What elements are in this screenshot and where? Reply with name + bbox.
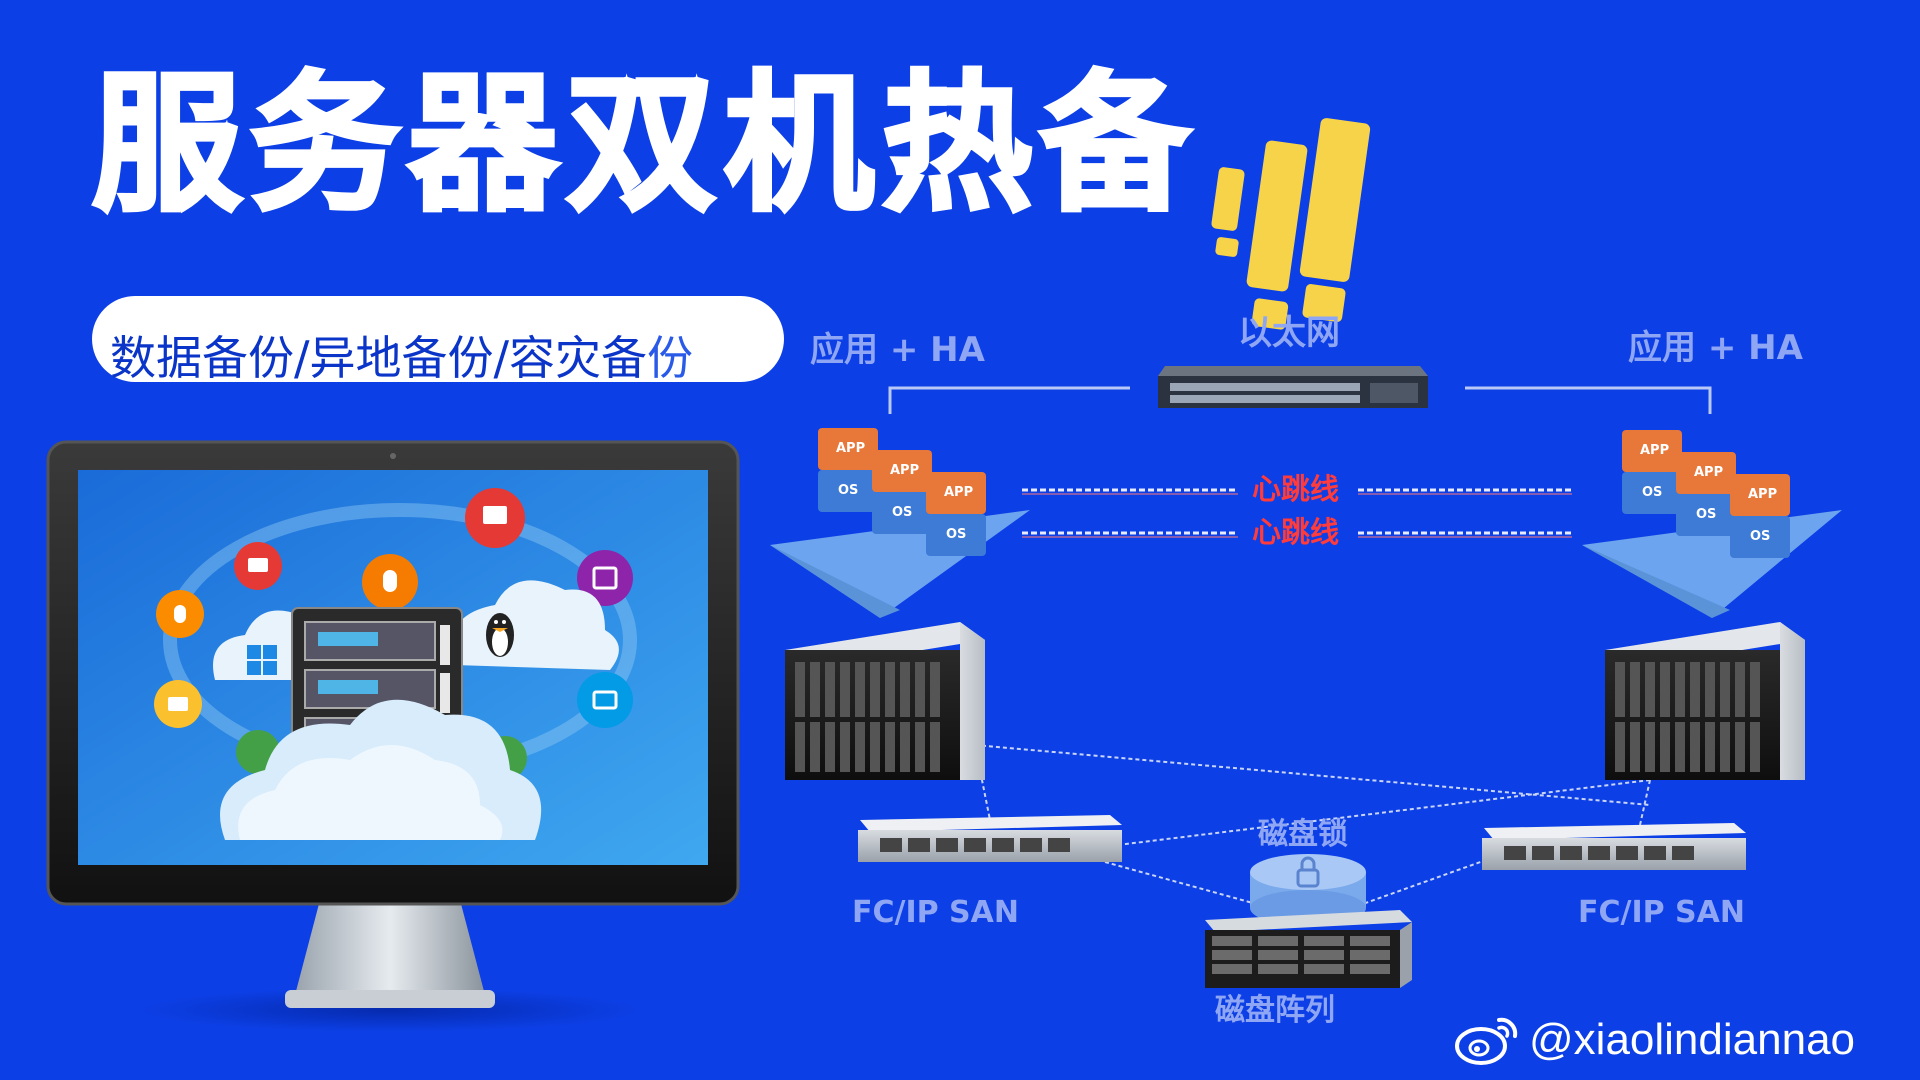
app-label: APP	[890, 463, 920, 478]
os-label: OS	[946, 527, 967, 542]
disk-lock-icon	[1250, 854, 1366, 926]
monitor-icon	[46, 440, 740, 1032]
disk-lock-label: 磁盘锁	[1258, 817, 1348, 852]
subtitle-pill	[92, 296, 784, 382]
server-icon	[1605, 622, 1805, 780]
ethernet-label: 以太网	[1238, 313, 1340, 353]
subtitle: 数据备份/异地备份/容灾备份	[110, 318, 750, 398]
os-label: OS	[1750, 529, 1771, 544]
os-label: OS	[1642, 485, 1663, 500]
heartbeat-lines	[1022, 488, 1572, 538]
fc-switch-icon	[858, 815, 1122, 862]
watermark: @xiaolindiannao	[1455, 1012, 1855, 1068]
heartbeat-label-1: 心跳线	[1252, 472, 1340, 506]
cloud-icon	[220, 699, 542, 840]
server-icon	[785, 622, 985, 780]
weibo-icon	[1455, 1017, 1518, 1065]
disk-array-label: 磁盘阵列	[1215, 993, 1335, 1028]
os-label: OS	[892, 505, 913, 520]
exclamation-icon	[1211, 118, 1371, 330]
app-label: APP	[1640, 443, 1670, 458]
app-label: APP	[1694, 465, 1724, 480]
app-ha-label-right: 应用 + HA	[1628, 328, 1803, 368]
app-stack-right	[1582, 430, 1842, 618]
page-title: 服务器双机热备	[90, 58, 1199, 232]
app-ha-label-left: 应用 + HA	[810, 330, 985, 370]
subtitle-main: 数据备份/异地备份/容灾备	[110, 331, 647, 385]
fc-san-label-left: FC/IP SAN	[852, 895, 1019, 930]
os-label: OS	[1696, 507, 1717, 522]
app-label: APP	[836, 441, 866, 456]
os-label: OS	[838, 483, 859, 498]
app-label: APP	[944, 485, 974, 500]
linux-penguin-icon	[451, 580, 619, 670]
fc-switch-icon	[1482, 823, 1746, 870]
network-switch-icon	[1158, 366, 1428, 408]
app-stack-left	[770, 428, 1030, 618]
disk-array-icon	[1205, 910, 1412, 988]
app-label: APP	[1748, 487, 1778, 502]
fc-san-label-right: FC/IP SAN	[1578, 895, 1745, 930]
heartbeat-label-2: 心跳线	[1252, 515, 1340, 549]
watermark-text: @xiaolindiannao	[1529, 1015, 1856, 1064]
subtitle-overflow: 份	[647, 331, 693, 385]
